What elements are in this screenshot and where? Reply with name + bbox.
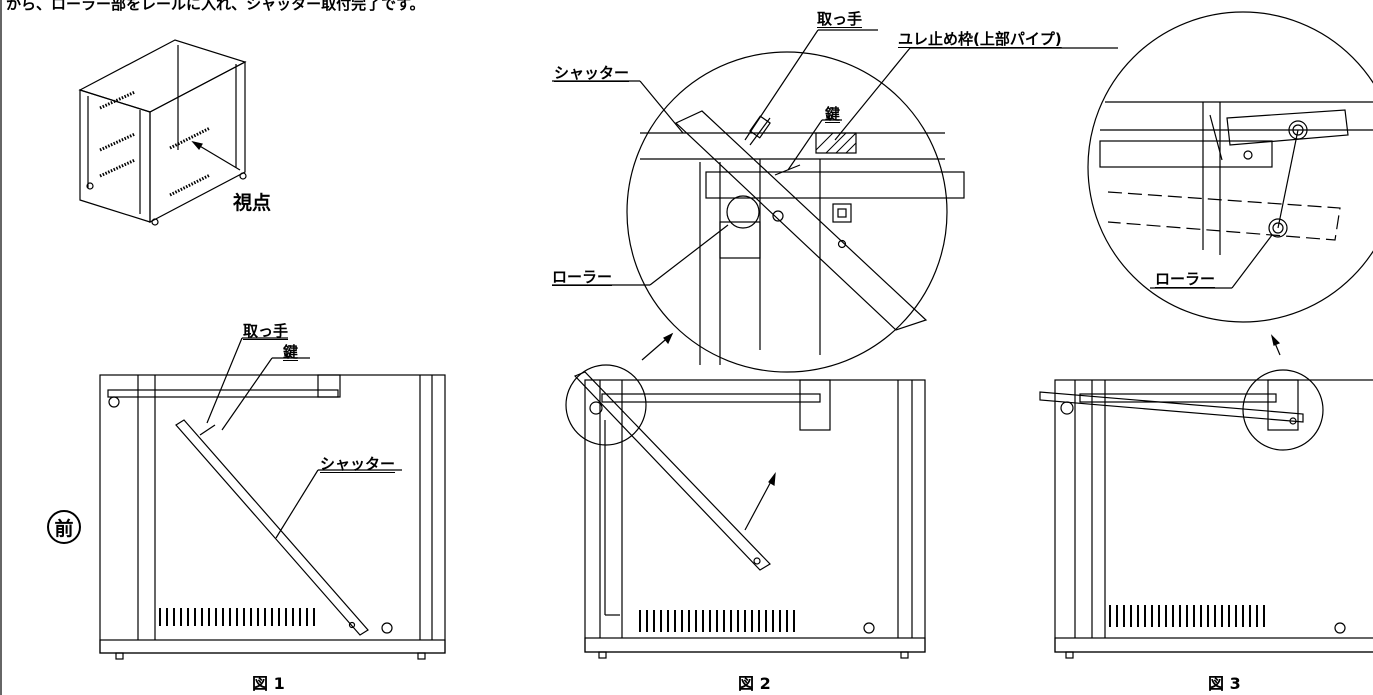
figure-2-caption: 図 2: [738, 674, 771, 693]
figure-2-detail: [552, 29, 1118, 373]
figure-3-detail: [1087, 11, 1373, 323]
fig2-shutter-label: シャッター: [554, 64, 630, 82]
front-mark: 前: [47, 510, 81, 544]
push-arrow: [744, 473, 776, 531]
figure-1-drawing: [99, 337, 446, 660]
figure-2-drawing: [565, 332, 926, 659]
fig2-frame-label: ユレ止め枠(上部パイプ): [898, 30, 1062, 48]
shutter-bar: [1039, 391, 1304, 423]
figure-1-caption: 図 1: [252, 674, 285, 693]
fig1-key-label: 鍵: [283, 343, 299, 361]
shutter-bar: [175, 419, 369, 636]
figure-3-caption: 図 3: [1208, 674, 1241, 693]
isometric-cabinet: [78, 39, 247, 226]
figure-3-drawing: [1039, 334, 1373, 659]
fig2-key-label: 鍵: [825, 105, 841, 123]
shutter-bar-detail: [674, 110, 928, 331]
shutter-arm: [1226, 109, 1349, 146]
fig2-handle-label: 取っ手: [817, 10, 863, 28]
fig1-shutter-label: シャッター: [320, 455, 396, 473]
fig2-roller-label: ローラー: [552, 268, 613, 286]
viewpoint-label: 視点: [233, 192, 272, 214]
intro-text: から、ローラー部をレールに入れ、シャッター取付完了です。: [6, 0, 425, 13]
fig3-roller-label: ローラー: [1155, 270, 1216, 288]
detail-callout-circle: [1242, 369, 1324, 451]
detail-callout-circle: [565, 364, 647, 446]
fig1-handle-label: 取っ手: [243, 322, 289, 340]
